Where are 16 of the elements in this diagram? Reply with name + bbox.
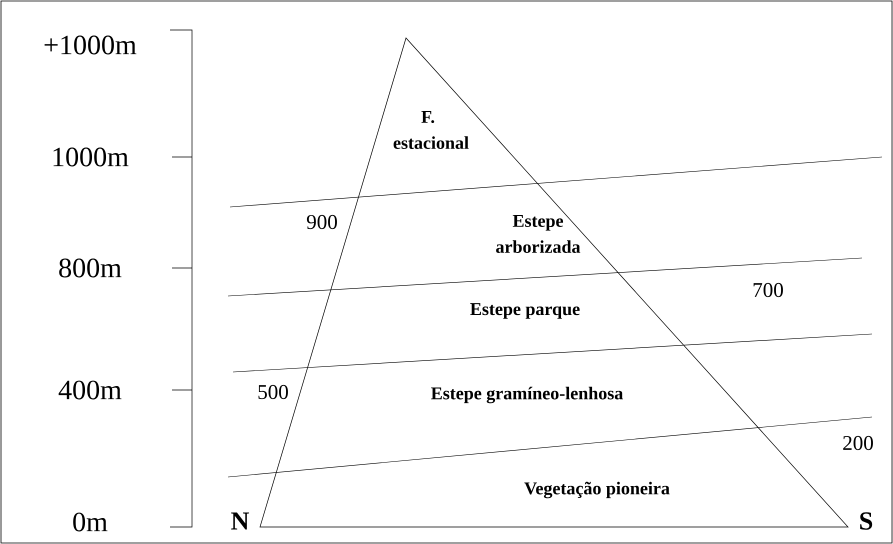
zone-label: Estepe gramíneo-lenhosa xyxy=(431,386,623,404)
cardinal-label: N xyxy=(231,512,250,530)
zone-label: F. estacional xyxy=(394,111,469,149)
altitude-value: 700 xyxy=(754,282,783,298)
altitude-value: 900 xyxy=(306,214,337,230)
cardinal-label: S xyxy=(860,512,872,530)
altitude-label: 800m xyxy=(59,258,122,278)
zone-label: Vegetação pioneira xyxy=(524,482,670,498)
altitude-label: 1000m xyxy=(54,148,128,166)
altitude-label: 0m xyxy=(73,512,108,532)
zone-label: Estepe parque xyxy=(470,303,580,319)
zone-label: Estepe arborizada xyxy=(496,215,580,253)
altitude-label: +1000m xyxy=(44,36,136,54)
altitude-value: 200 xyxy=(843,436,873,450)
altitude-label: 400m xyxy=(58,380,122,400)
altitude-value: 500 xyxy=(258,384,288,400)
